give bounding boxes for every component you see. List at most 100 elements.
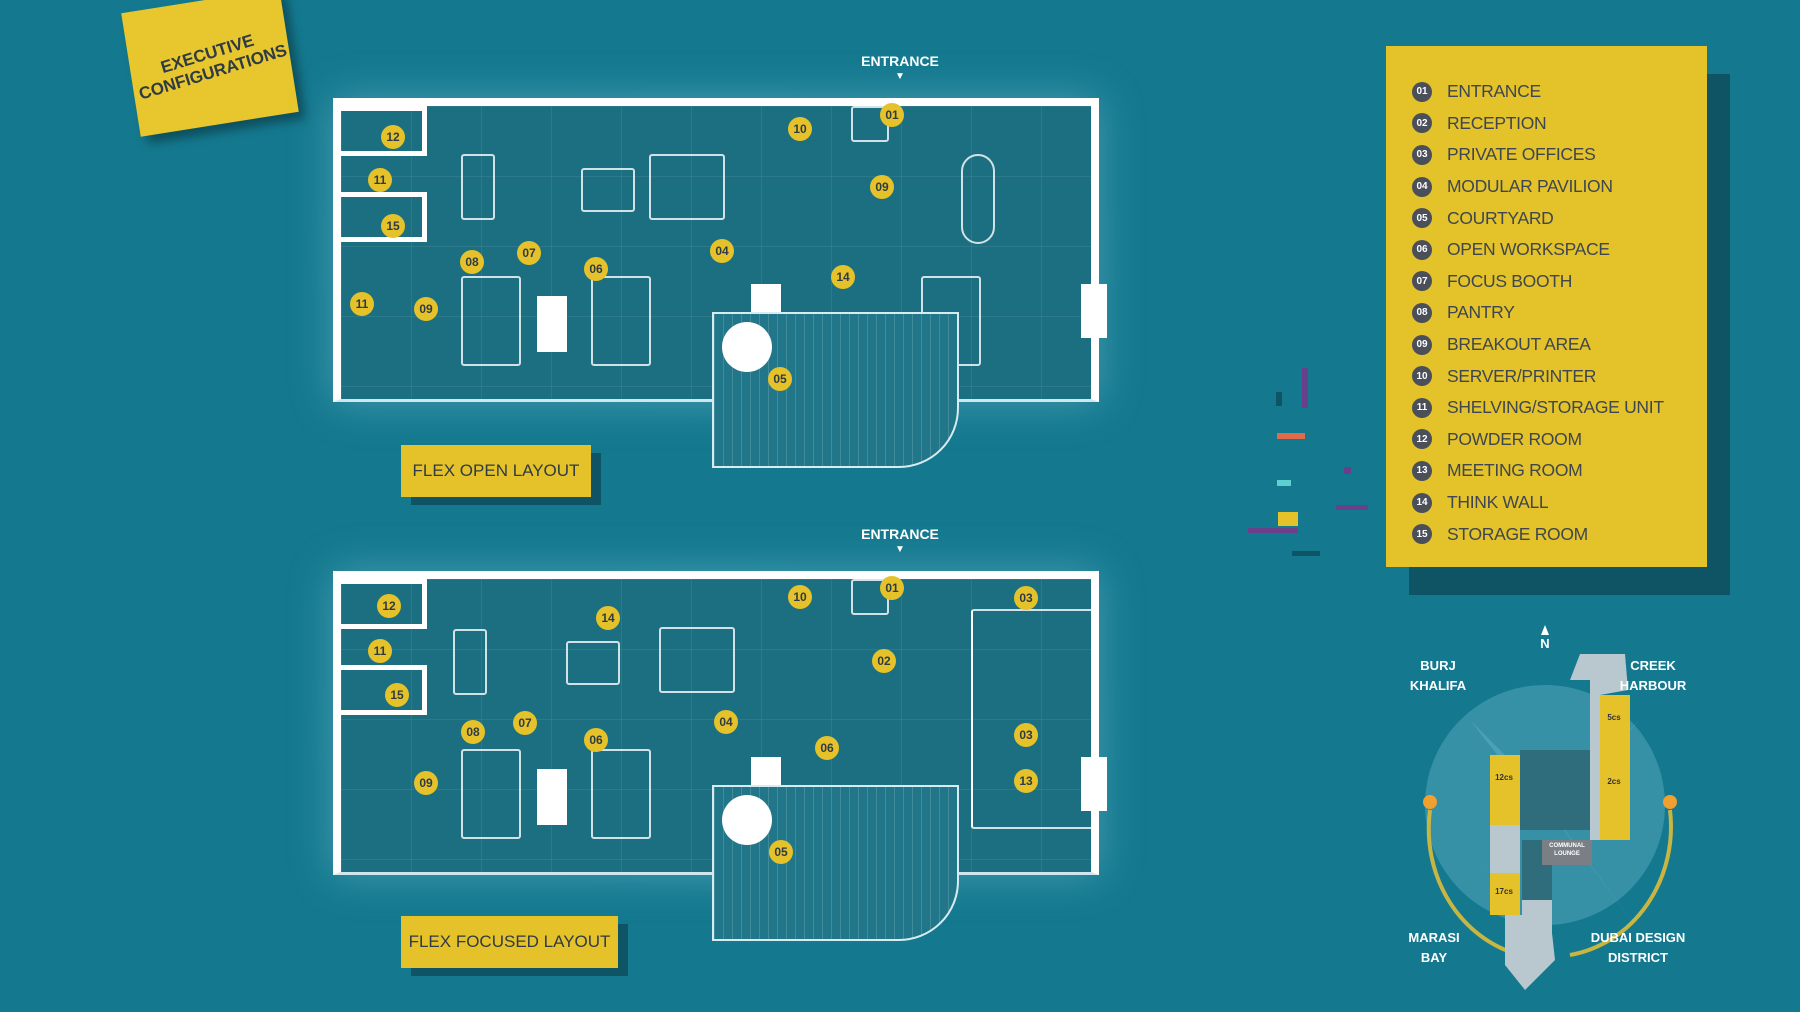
legend-label: OPEN WORKSPACE	[1447, 239, 1610, 260]
legend-number-badge: 13	[1412, 460, 1432, 481]
marker: 14	[831, 265, 855, 289]
legend-item: 08 PANTRY	[1412, 297, 1707, 329]
legend-label: MEETING ROOM	[1447, 460, 1583, 481]
legend-number-badge: 09	[1412, 334, 1432, 355]
marker: 12	[377, 594, 401, 618]
column	[1081, 284, 1107, 338]
focus-booth	[461, 154, 495, 220]
marker: 12	[381, 125, 405, 149]
marker: 13	[1014, 769, 1038, 793]
legend-item: 12 POWDER ROOM	[1412, 424, 1707, 456]
legend-number-badge: 08	[1412, 302, 1432, 323]
direction-marasi-bay: MARASI BAY	[1408, 930, 1460, 965]
flex-open-floor-plan: ENTRANCE▼ 12 11 15 08 07 06 04 10 01 09 …	[0, 0, 1800, 497]
marker: 09	[414, 297, 438, 321]
decor-bar	[1277, 433, 1305, 439]
unit-label: 12cs	[1495, 773, 1513, 782]
marker: 05	[769, 840, 793, 864]
legend-number-badge: 01	[1412, 81, 1432, 102]
legend-label: PANTRY	[1447, 302, 1515, 323]
flex-focused-floor-plan: ENTRANCE▼ 12 11 15 08 07 06 04 14 10 01 …	[0, 473, 1800, 968]
table	[581, 168, 635, 212]
private-offices	[971, 609, 1099, 829]
modular-pavilion	[659, 627, 735, 693]
legend-number-badge: 05	[1412, 208, 1432, 229]
desk-cluster	[591, 749, 651, 839]
legend-number-badge: 11	[1412, 397, 1432, 418]
marker: 10	[788, 585, 812, 609]
entrance-label: ENTRANCE▼	[861, 53, 939, 83]
decor-bar	[1292, 551, 1320, 556]
storage-room	[341, 192, 427, 242]
courtyard	[712, 785, 959, 941]
legend-label: ENTRANCE	[1447, 81, 1541, 102]
unit-label: 2cs	[1607, 777, 1621, 786]
marker: 07	[517, 241, 541, 265]
site-map: N BURJ KHALIFA CREEK HARBOUR MARASI BAY …	[1400, 620, 1700, 1000]
legend-label: BREAKOUT AREA	[1447, 334, 1591, 355]
legend-number-badge: 10	[1412, 366, 1432, 387]
legend-label: SERVER/PRINTER	[1447, 365, 1597, 386]
legend-label: STORAGE ROOM	[1447, 523, 1588, 544]
column	[1081, 757, 1107, 811]
marker: 11	[368, 168, 392, 192]
legend-label: RECEPTION	[1447, 112, 1547, 133]
communal-lounge-label: COMMUNAL LOUNGE	[1549, 843, 1585, 857]
marker: 03	[1014, 723, 1038, 747]
marker: 09	[870, 175, 894, 199]
marker: 06	[584, 257, 608, 281]
legend-label: POWDER ROOM	[1447, 428, 1582, 449]
marker: 14	[596, 606, 620, 630]
marker: 07	[513, 711, 537, 735]
legend-label: FOCUS BOOTH	[1447, 270, 1573, 291]
legend-item: 10 SERVER/PRINTER	[1412, 360, 1707, 392]
storage-room	[341, 665, 427, 715]
round-table	[722, 322, 772, 372]
unit-label: 5cs	[1607, 713, 1621, 722]
decor-bar	[1277, 480, 1291, 486]
direction-creek-harbour: CREEK HARBOUR	[1619, 658, 1687, 693]
legend-number-badge: 14	[1412, 492, 1432, 513]
north-label: N	[1540, 636, 1550, 651]
marker: 08	[460, 250, 484, 274]
marker: 01	[880, 103, 904, 127]
focus-booth	[453, 629, 487, 695]
legend-item: 05 COURTYARD	[1412, 202, 1707, 234]
legend-label: COURTYARD	[1447, 207, 1554, 228]
marker: 15	[381, 214, 405, 238]
marker: 01	[880, 576, 904, 600]
marker: 05	[768, 367, 792, 391]
decor-bar	[1344, 467, 1351, 474]
marker: 03	[1014, 586, 1038, 610]
legend-label: MODULAR PAVILION	[1447, 176, 1613, 197]
marker: 09	[414, 771, 438, 795]
powder-room	[341, 106, 427, 156]
marker: 11	[350, 292, 374, 316]
legend-item: 13 MEETING ROOM	[1412, 455, 1707, 487]
legend-number-badge: 12	[1412, 429, 1432, 450]
table	[566, 641, 620, 685]
legend-number-badge: 03	[1412, 144, 1432, 165]
direction-burj-khalifa: BURJ KHALIFA	[1409, 658, 1467, 693]
desk-cluster	[461, 276, 521, 366]
column	[537, 296, 567, 352]
round-table	[722, 795, 772, 845]
marker: 02	[872, 649, 896, 673]
marker: 06	[584, 728, 608, 752]
legend-item: 09 BREAKOUT AREA	[1412, 329, 1707, 361]
decor-bar	[1276, 392, 1282, 406]
decor-bar	[1302, 368, 1308, 408]
legend-item: 01 ENTRANCE	[1412, 76, 1707, 108]
marker: 11	[368, 639, 392, 663]
site-map-graphic	[1423, 625, 1677, 990]
marker: 08	[461, 720, 485, 744]
legend-number-badge: 04	[1412, 176, 1432, 197]
column	[537, 769, 567, 825]
